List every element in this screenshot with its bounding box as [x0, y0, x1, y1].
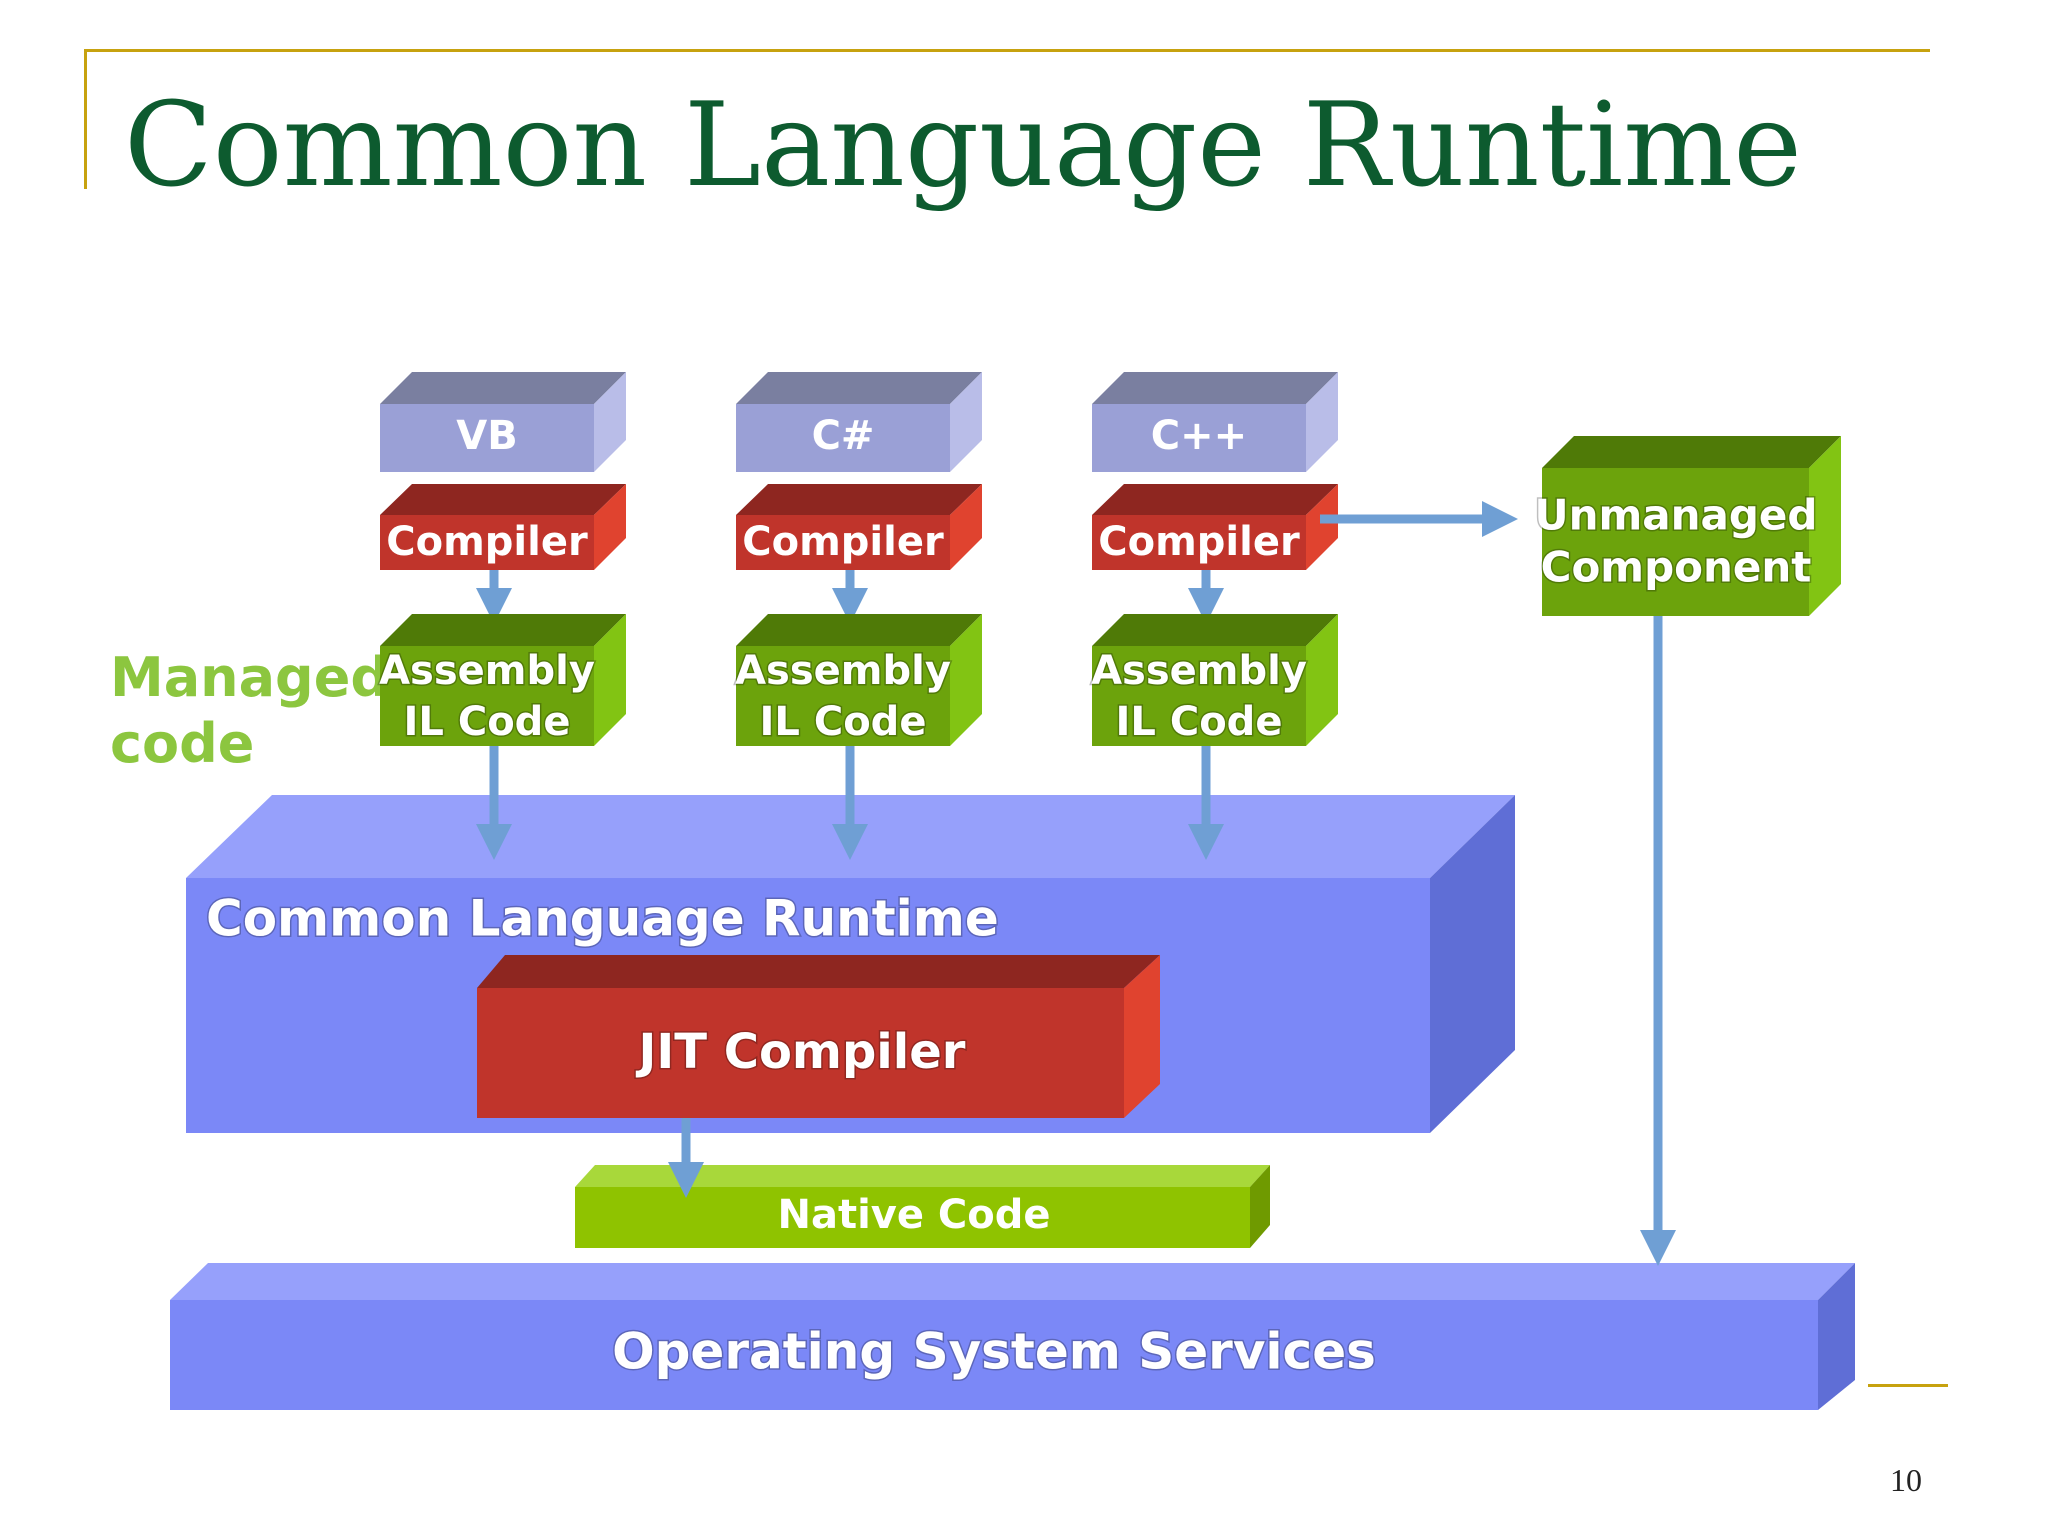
unmanaged-label-line1: Unmanaged	[1535, 491, 1818, 540]
clr-label: Common Language Runtime	[206, 890, 999, 948]
frame-left-rule	[84, 49, 87, 189]
compiler-label-vb: Compiler	[386, 519, 588, 565]
page-number: 10	[1890, 1462, 1922, 1498]
frame-top-rule	[84, 49, 1930, 52]
frame-bottom-rule	[1868, 1384, 1948, 1387]
managed-code-label: Managed code	[110, 645, 389, 777]
assembly-label-line2-cpp: IL Code	[1116, 699, 1283, 745]
language-label-cpp: C++	[1151, 413, 1247, 459]
assembly-label-line1-cpp: Assembly	[1091, 648, 1307, 694]
managed-code-line2: code	[110, 712, 255, 775]
compiler-box-cpp: Compiler	[1092, 484, 1338, 570]
assembly-label-line1-vb: Assembly	[379, 648, 595, 694]
assembly-label-line2-vb: IL Code	[404, 699, 571, 745]
os-services-box: Operating System Services	[170, 1263, 1855, 1410]
unmanaged-component-box: Unmanaged Component	[1533, 436, 1841, 616]
unmanaged-label-line2: Component	[1541, 543, 1812, 592]
compiler-box-vb: Compiler	[380, 484, 626, 570]
jit-compiler-box: JIT Compiler	[477, 955, 1160, 1118]
jit-compiler-label: JIT Compiler	[636, 1024, 966, 1080]
compiler-label-cpp: Compiler	[1098, 519, 1300, 565]
slide-title: Common Language Runtime	[124, 78, 1802, 213]
language-box-csharp: C#	[736, 372, 982, 472]
managed-code-line1: Managed	[110, 646, 389, 709]
assembly-box-vb: Assembly IL Code	[378, 614, 626, 747]
language-label-csharp: C#	[812, 413, 875, 459]
os-services-label: Operating System Services	[612, 1323, 1376, 1381]
assembly-box-csharp: Assembly IL Code	[734, 614, 982, 747]
compiler-label-csharp: Compiler	[742, 519, 944, 565]
assembly-box-cpp: Assembly IL Code	[1090, 614, 1338, 747]
native-code-box: Native Code	[575, 1165, 1270, 1248]
assembly-label-line2-csharp: IL Code	[760, 699, 927, 745]
language-label-vb: VB	[456, 413, 517, 459]
assembly-label-line1-csharp: Assembly	[735, 648, 951, 694]
native-code-label: Native Code	[777, 1192, 1050, 1238]
compiler-box-csharp: Compiler	[736, 484, 982, 570]
language-box-cpp: C++	[1092, 372, 1338, 472]
language-box-vb: VB	[380, 372, 626, 472]
